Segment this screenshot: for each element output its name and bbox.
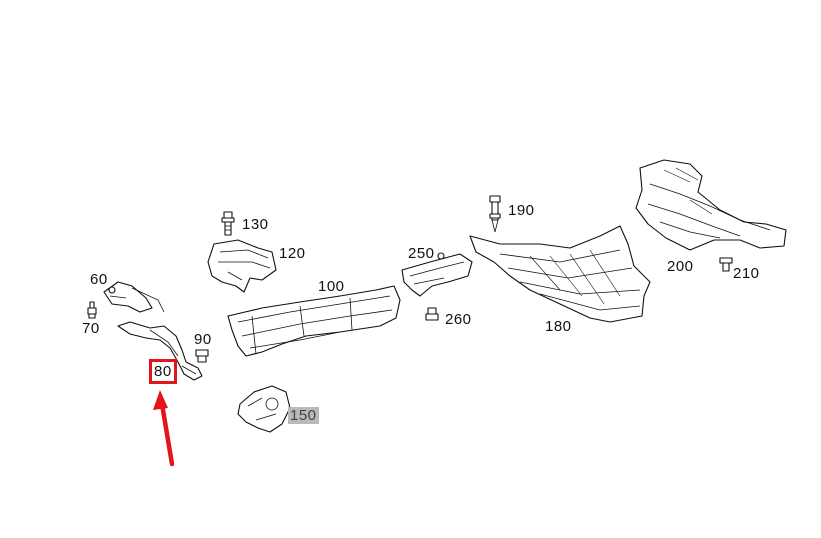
label-180[interactable]: 180: [545, 318, 572, 335]
part-260-drawing: [425, 307, 439, 321]
arrow-pointer-icon: [153, 390, 175, 467]
part-100-drawing: [227, 285, 401, 357]
part-120-drawing: [207, 239, 277, 293]
part-190-drawing: [489, 195, 501, 233]
part-80-drawing: [117, 321, 203, 381]
part-90-drawing: [195, 349, 209, 363]
part-250-drawing: [401, 252, 473, 297]
part-130-drawing: [221, 211, 235, 236]
part-150-drawing: [237, 385, 291, 433]
label-130[interactable]: 130: [242, 216, 269, 233]
part-70-drawing: [87, 301, 97, 319]
label-80-highlighted[interactable]: 80: [149, 359, 177, 384]
part-210-drawing: [719, 257, 733, 272]
label-60[interactable]: 60: [90, 271, 108, 288]
label-150-shaded[interactable]: 150: [288, 407, 319, 424]
part-60-drawing: [103, 281, 165, 313]
label-120[interactable]: 120: [279, 245, 306, 262]
label-260[interactable]: 260: [445, 311, 472, 328]
label-250[interactable]: 250: [408, 245, 435, 262]
label-200[interactable]: 200: [667, 258, 694, 275]
label-210[interactable]: 210: [733, 265, 760, 282]
label-70[interactable]: 70: [82, 320, 100, 337]
label-100[interactable]: 100: [318, 278, 345, 295]
label-90[interactable]: 90: [194, 331, 212, 348]
part-200-drawing: [635, 159, 787, 251]
label-190[interactable]: 190: [508, 202, 535, 219]
part-180-drawing: [469, 225, 651, 323]
